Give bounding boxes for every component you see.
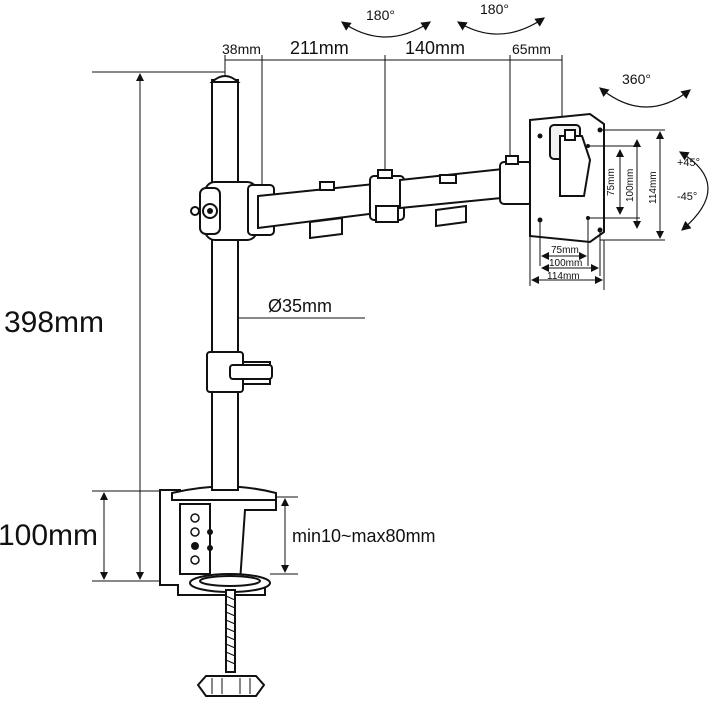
clamp-height-label: 100mm <box>0 519 98 552</box>
rotation-arrow-joint-2 <box>456 17 545 35</box>
vesa-v1-label: 75mm <box>606 168 617 196</box>
vesa-h2-label: 100mm <box>549 258 582 269</box>
desk-thickness-label: min10~max80mm <box>292 526 436 546</box>
arm-2-label: 140mm <box>405 38 465 58</box>
rotation-joint-2-label: 180° <box>480 1 509 17</box>
clamp-bottom-pad <box>189 573 271 593</box>
tilt-down-label: -45° <box>677 191 697 203</box>
rotation-joint-1-label: 180° <box>366 7 395 23</box>
vesa-v2-label: 100mm <box>625 169 636 202</box>
pole <box>209 75 241 491</box>
vesa-horizontal-dimensions <box>529 218 605 290</box>
arm-1-label: 211mm <box>290 38 349 58</box>
vesa-h3-label: 114mm <box>547 271 580 282</box>
rotation-arrow-joint-1 <box>341 21 431 38</box>
tilt-arrow <box>678 151 709 231</box>
arm-middle-joint <box>369 169 405 223</box>
pole-diameter-label: Ø35mm <box>268 296 332 316</box>
tilt-up-label: +45° <box>677 157 700 169</box>
total-height-dimension <box>92 71 225 582</box>
vesa-v3-label: 114mm <box>648 171 659 204</box>
vesa-vertical-dimensions <box>588 129 665 241</box>
height-adjust-collar <box>206 351 273 393</box>
rotation-head-label: 360° <box>622 71 651 87</box>
arm-segment-2 <box>399 166 513 228</box>
offset-1-label: 38mm <box>222 41 261 57</box>
arm-segment-1 <box>257 181 386 240</box>
offset-2-label: 65mm <box>512 41 551 57</box>
total-height-label: 398mm <box>4 306 104 339</box>
clamp-screw <box>196 589 266 697</box>
vesa-plate <box>529 112 605 244</box>
vesa-h1-label: 75mm <box>551 245 579 256</box>
rotation-arrow-head <box>599 87 691 108</box>
